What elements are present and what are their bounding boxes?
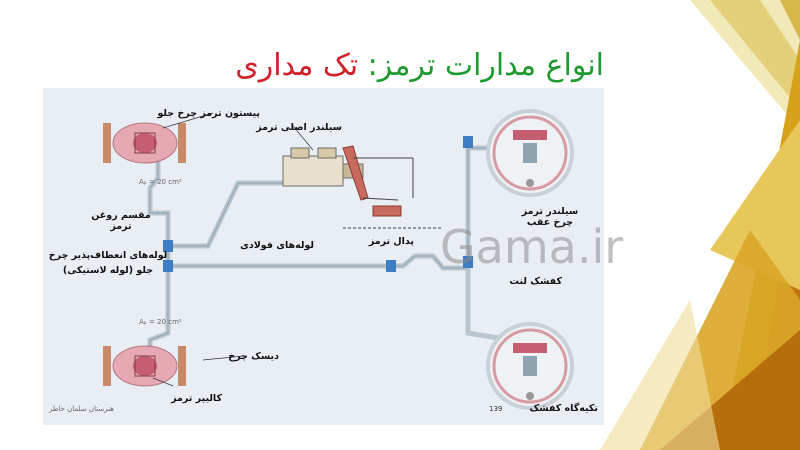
distributor-connector-bottom (163, 260, 173, 272)
label-wheel-disc: دیسک چرخ (228, 351, 279, 362)
leader-lines (152, 112, 314, 387)
title-accent: تک مداری (235, 48, 359, 83)
label-front-caliper-piston: پیستون ترمز چرخ جلو (157, 108, 260, 119)
brake-circuit-diagram: پیستون ترمز چرخ جلو سیلندر اصلی ترمز مقس… (43, 88, 604, 425)
label-rear-wheel-cylinder: سیلندر ترمز چرخ عقب (521, 206, 579, 228)
label-area-bottom: Aₚ = 20 cm² (139, 318, 182, 326)
credit-text: هنرستان سلمان خاطر (49, 405, 114, 413)
label-steel-pipes: لوله‌های فولادی (240, 240, 314, 251)
rear-top-drum (486, 109, 574, 197)
pipe-outlines (149, 147, 498, 363)
distributor-connector-top (163, 240, 173, 252)
label-oil-distributor: مقسم روغن ترمز (91, 210, 151, 232)
brake-pedal-assembly (342, 145, 443, 229)
rear-top-connector (463, 136, 473, 148)
front-bottom-caliper (103, 345, 186, 387)
slide-title: انواع مدارات ترمز: تک مداری (235, 48, 604, 83)
diagram-drawing (103, 109, 574, 410)
decorative-background-shapes (600, 0, 800, 450)
front-top-caliper (103, 122, 186, 164)
page-number: 139 (489, 405, 503, 413)
label-brake-caliper: کالیپر ترمز (171, 393, 222, 404)
label-brake-pedal: پدال ترمز (368, 236, 414, 247)
label-area-top: Aₚ = 20 cm² (139, 178, 182, 186)
rear-bottom-drum (486, 322, 574, 410)
rear-connector (463, 256, 473, 268)
label-shoe-support: تکیه‌گاه کفشک (529, 403, 599, 414)
label-brake-shoe: کفشک لنت (509, 276, 562, 287)
title-main: انواع مدارات ترمز: (358, 48, 604, 83)
pipe-connector (386, 260, 396, 272)
watermark-text: Gama.ir (440, 220, 624, 274)
label-master-cylinder: سیلندر اصلی ترمز (256, 122, 342, 133)
label-flexible-hoses: لوله‌های انعطاف‌پذیر چرخ جلو (لوله لاستی… (48, 250, 168, 276)
